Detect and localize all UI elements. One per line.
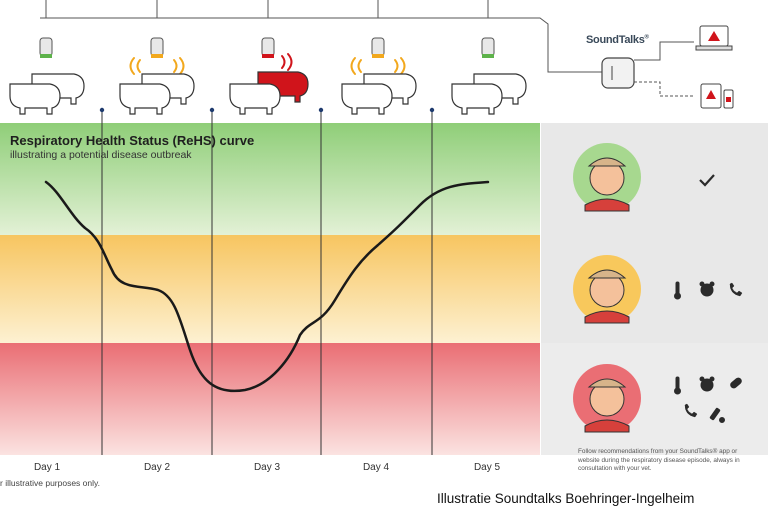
sensor-icon [371,37,385,58]
green-zone [0,123,540,235]
pig-icon [699,376,715,392]
farmer-avatar-ok [573,143,641,212]
advice-text: Follow recommendations from your SoundTa… [578,448,740,472]
day-label: Day 5 [473,462,501,473]
pig-icon [699,281,715,297]
farmer-avatar-concerned [573,255,641,324]
phone-icon [729,282,743,297]
day-label: Day 1 [33,462,61,473]
day-lines [99,107,435,455]
sensor-wiring [40,0,694,97]
check-icon [699,174,715,187]
alarm-signal-icon [281,53,293,71]
day-label: Day 2 [143,462,171,473]
chart-title: Respiratory Health Status (ReHS) curve [10,133,255,148]
soundtalks-hub-icon [601,57,635,89]
syringe-icon [709,407,725,423]
day-label: Day 3 [253,462,281,473]
yellow-zone [0,235,540,343]
pig-group [9,71,527,115]
sound-signals [129,53,406,75]
brand-logo: SoundTalks® [586,34,649,46]
chart-subtitle: illustrating a potential disease outbrea… [10,149,192,161]
thermometer-icon [674,376,681,395]
sensor-devices [39,37,495,58]
red-zone [0,343,540,455]
pig-icon [119,73,195,115]
footnote: r illustrative purposes only. [0,478,100,488]
image-caption: Illustratie Soundtalks Boehringer-Ingelh… [437,491,695,506]
pig-icon [9,73,85,115]
pill-icon [730,377,742,389]
sensor-icon [150,37,164,58]
sensor-icon [39,37,53,58]
pig-icon [451,73,527,115]
cough-signal-icon [129,57,406,75]
tablet-phone-icon [700,83,734,109]
day-label: Day 4 [362,462,390,473]
farmer-avatar-worried [573,364,641,433]
sensor-icon [261,37,275,58]
pig-icon [229,71,309,115]
pig-icon [341,73,417,115]
sensor-icon [481,37,495,58]
thermometer-icon [674,281,681,300]
rehs-curve [44,180,490,393]
phone-icon [684,403,698,418]
laptop-icon [695,25,733,51]
